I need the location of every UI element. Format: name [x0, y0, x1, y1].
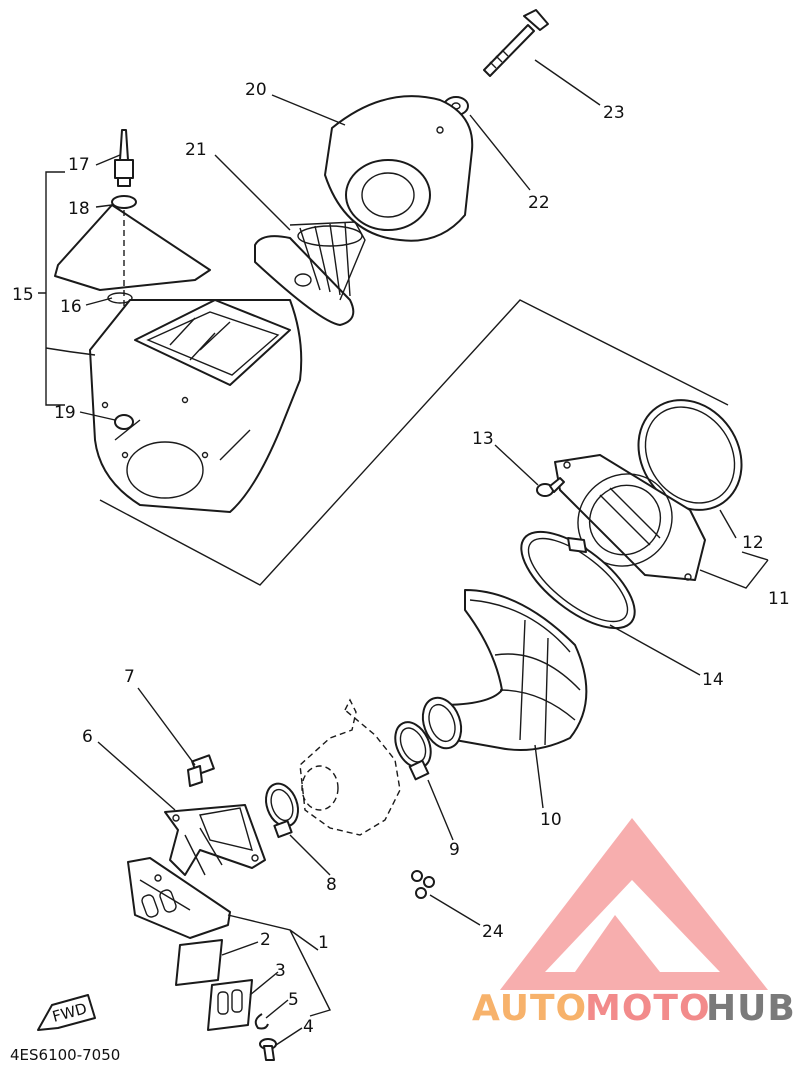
part-5-washer [254, 1013, 269, 1030]
part-8-hose-clamp [265, 782, 299, 839]
label-12: 12 [742, 533, 764, 553]
part-9-hose-clamp [394, 721, 432, 781]
label-24: 24 [482, 922, 504, 942]
bracket-11 [699, 551, 769, 589]
part-14-gasket [520, 530, 636, 630]
part-19-grommet [114, 414, 134, 430]
watermark-moto: MOTO [585, 988, 711, 1029]
part-7-bolt [187, 754, 215, 787]
part-13-screw [536, 477, 565, 497]
part-17-bolt [114, 129, 134, 187]
label-20: 20 [245, 80, 267, 100]
label-2: 2 [260, 930, 271, 950]
part-3-reed-stopper [207, 979, 253, 1031]
label-14: 14 [702, 670, 724, 690]
part-6-intake-joint [164, 804, 266, 876]
part-24-clips [411, 870, 435, 899]
part-1-reed-valve-plate [127, 857, 231, 939]
bracket-15 [38, 171, 65, 406]
label-16: 16 [60, 297, 82, 317]
label-7: 7 [124, 667, 135, 687]
label-1: 1 [318, 933, 329, 953]
label-21: 21 [185, 140, 207, 160]
part-16-cap [54, 204, 211, 304]
label-18: 18 [68, 199, 90, 219]
label-17: 17 [68, 155, 90, 175]
label-23: 23 [603, 103, 625, 123]
part-23-bolt [483, 9, 549, 77]
label-9: 9 [449, 840, 460, 860]
part-15-air-filter-case [89, 299, 303, 513]
watermark-logo [500, 818, 768, 990]
part-4-screw [259, 1038, 277, 1061]
part-2-reed [175, 939, 223, 986]
diagram-code: 4ES6100-7050 [10, 1046, 120, 1064]
watermark-triangle-inner [545, 880, 720, 972]
carburetor-reference [299, 698, 401, 836]
part-labels: 20 21 23 22 17 18 15 16 19 13 12 11 14 1… [12, 80, 790, 1037]
part-12-seal-ring [637, 399, 743, 511]
label-11: 11 [768, 589, 790, 609]
part-10-air-duct [421, 589, 588, 751]
watermark-triangle-core [575, 915, 660, 972]
label-3: 3 [275, 961, 286, 981]
label-10: 10 [540, 810, 562, 830]
label-22: 22 [528, 193, 550, 213]
label-13: 13 [472, 429, 494, 449]
watermark-hub: HUB [706, 988, 796, 1029]
fwd-arrow: FWD [37, 994, 96, 1031]
bracket-1 [227, 914, 331, 1017]
label-19: 19 [54, 403, 76, 423]
part-18-washer [111, 195, 137, 209]
label-8: 8 [326, 875, 337, 895]
part-20-filter-element [324, 95, 474, 242]
watermark-auto: AUTO [472, 988, 587, 1029]
label-6: 6 [82, 727, 93, 747]
watermark-text: AUTO MOTO HUB [472, 988, 796, 1029]
label-5: 5 [288, 990, 299, 1010]
leader-lines [79, 59, 737, 1046]
label-4: 4 [303, 1017, 314, 1037]
part-21-filter-guide [254, 221, 366, 326]
assembly-outline [99, 299, 729, 586]
label-15: 15 [12, 285, 34, 305]
bracket-15-case-lead [45, 347, 96, 356]
